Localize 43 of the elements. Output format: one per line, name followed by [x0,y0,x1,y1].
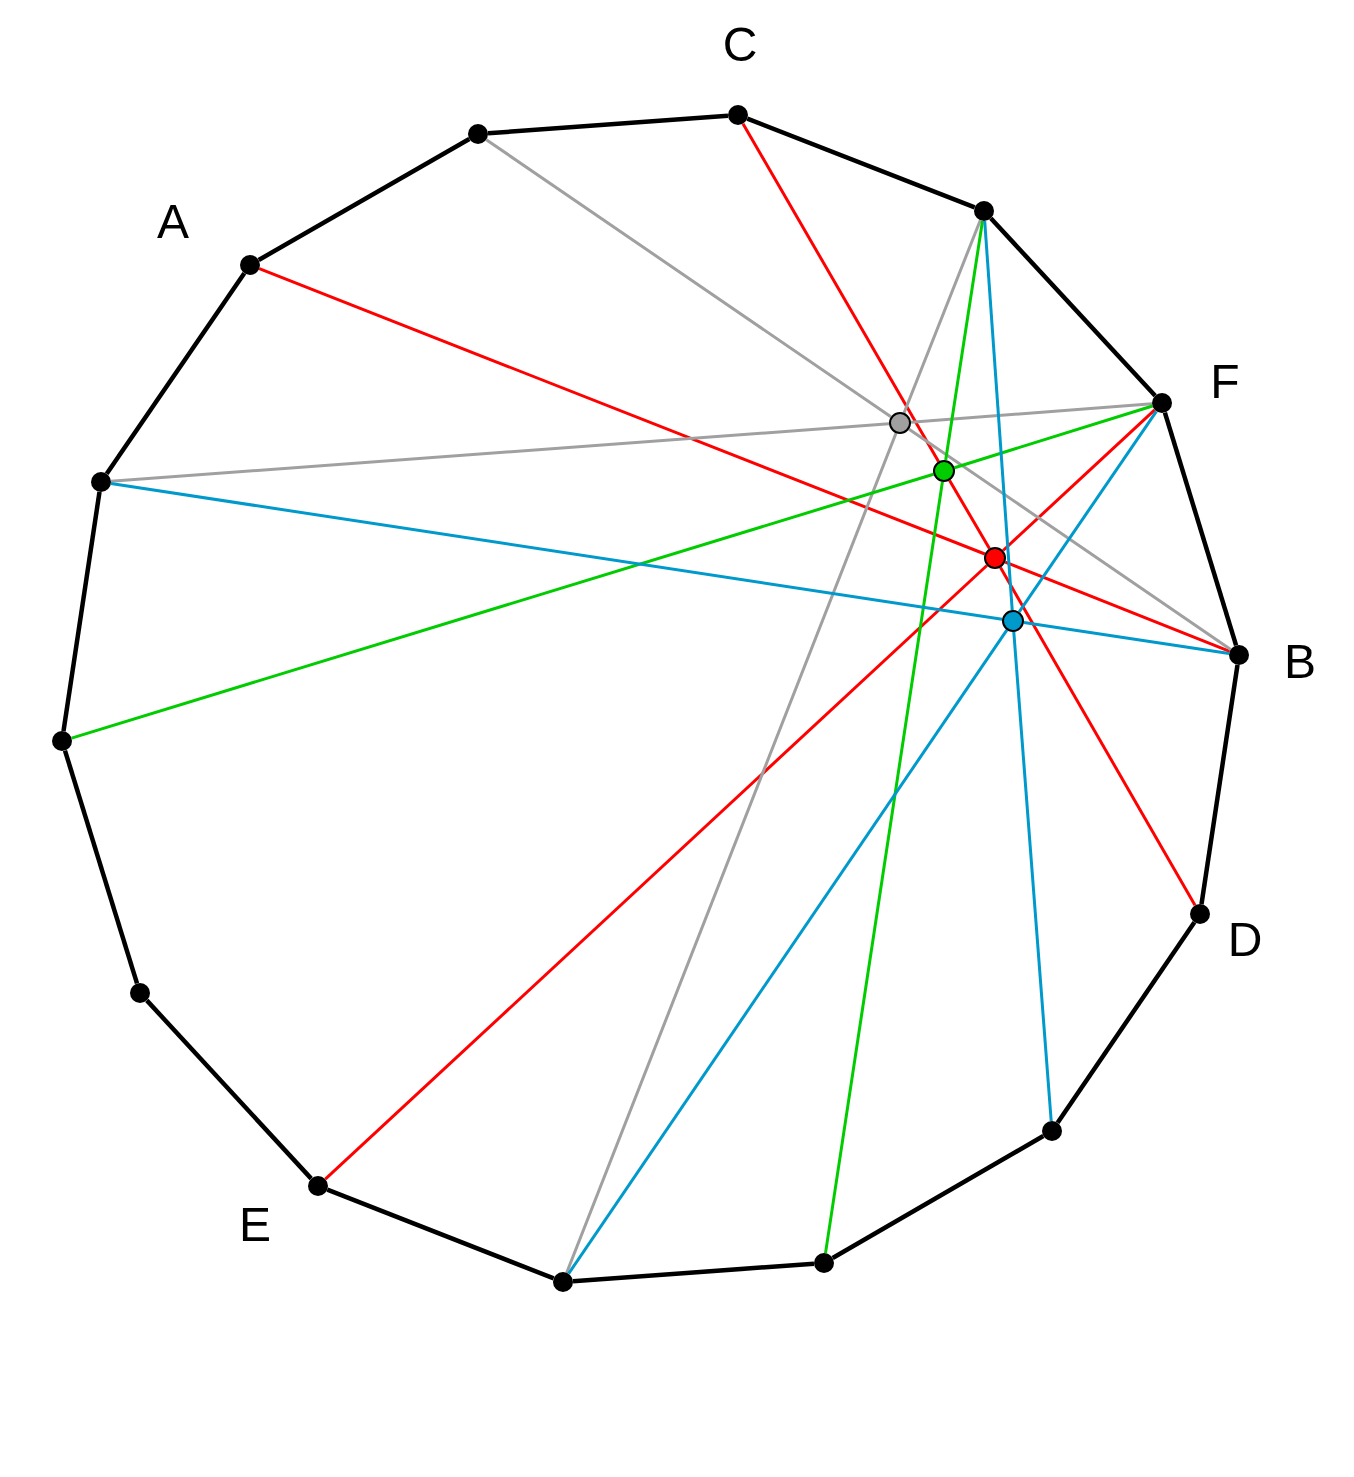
diagonal-line [485,138,892,419]
diagonal-line [110,482,1003,621]
diagonal-line [948,479,991,550]
diagonal-line [324,564,988,1181]
diagonal-line [954,404,1153,470]
vertex-label: A [156,194,190,250]
polygon-side [1199,664,1240,905]
polygon-side [1162,411,1239,647]
diagonal-line [1002,408,1156,552]
diagonal-line [1017,410,1158,613]
diagonal-line [1012,631,1053,1122]
diagonal-line [910,402,1153,424]
vertex-label: E [238,1197,272,1253]
diagonal-line [908,427,1232,651]
vertex-label: B [1283,634,1317,690]
vertex-label: D [1226,912,1264,968]
polygon-side [1055,921,1197,1124]
polygon-side [572,1261,815,1284]
diagonal-line [983,220,1014,611]
vertex-label: F [1209,354,1241,410]
polygon-side [487,113,729,136]
polygon-side [62,749,140,985]
diagonal-line [567,629,1009,1275]
diagonal-line [258,267,986,556]
polygon-side [61,491,102,732]
diagonal-line [902,219,982,414]
polygon-side [831,1134,1045,1260]
polygon-side [326,1187,555,1281]
diagonal-line [944,220,984,461]
polygon-side [746,116,976,210]
diagonal-line [71,472,934,740]
polygon-side [104,271,247,476]
diagonal-line [999,566,1197,907]
diagonal-line [824,481,944,1254]
polygon-side [145,998,313,1181]
diagonal-line [1023,621,1230,655]
diagonal-line [110,422,890,483]
diagonal-line [565,432,898,1274]
vertex-label: C [721,17,759,73]
diagonal-line [1004,560,1231,653]
polygon-side [257,137,471,262]
diagonal-line [741,122,940,463]
polygon-side [989,216,1157,398]
